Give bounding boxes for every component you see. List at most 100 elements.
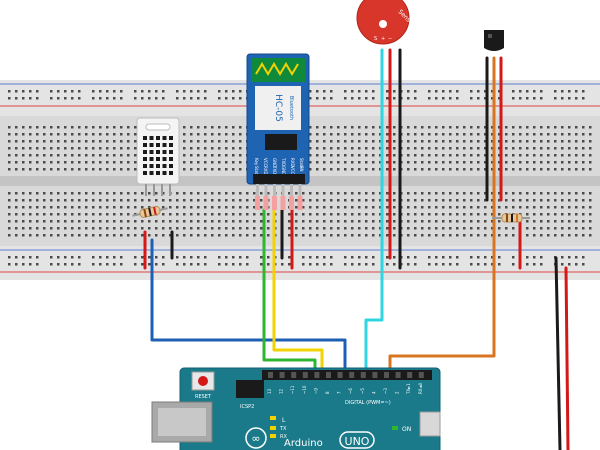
breadboard-hole <box>505 161 508 164</box>
breadboard-hole <box>218 234 221 237</box>
breadboard-hole <box>148 90 151 93</box>
header-pin[interactable] <box>302 372 308 378</box>
header-pin[interactable] <box>384 372 389 378</box>
breadboard-hole <box>295 213 298 216</box>
breadboard-hole <box>344 206 347 209</box>
breadboard-hole <box>589 147 592 150</box>
breadboard-hole <box>533 220 536 223</box>
breadboard-hole <box>330 192 333 195</box>
header-pin[interactable] <box>407 372 413 378</box>
breadboard-hole <box>589 161 592 164</box>
breadboard-hole <box>428 97 431 100</box>
breadboard-hole <box>15 97 18 100</box>
breadboard-hole <box>218 168 221 171</box>
breadboard-hole <box>393 90 396 93</box>
breadboard-hole <box>505 154 508 157</box>
breadboard-hole <box>113 220 116 223</box>
breadboard-hole <box>57 213 60 216</box>
breadboard-hole <box>582 161 585 164</box>
breadboard-hole <box>190 227 193 230</box>
header-pin[interactable] <box>349 372 355 378</box>
breadboard-hole <box>15 227 18 230</box>
hc05-pin-label-bottom: EN <box>299 166 304 172</box>
header-pin[interactable] <box>314 372 320 378</box>
breadboard-hole <box>169 220 172 223</box>
breadboard-hole <box>386 140 389 143</box>
breadboard-hole <box>358 199 361 202</box>
breadboard-hole <box>64 161 67 164</box>
header-pin[interactable] <box>360 372 366 378</box>
breadboard-hole <box>190 199 193 202</box>
breadboard-hole <box>155 97 158 100</box>
header-pin[interactable] <box>395 372 401 378</box>
breadboard-hole <box>141 97 144 100</box>
breadboard-hole <box>484 263 487 266</box>
breadboard-hole <box>232 227 235 230</box>
breadboard-hole <box>113 199 116 202</box>
breadboard-hole <box>414 192 417 195</box>
header-pin[interactable] <box>326 372 331 378</box>
breadboard-hole <box>15 199 18 202</box>
breadboard-hole <box>568 263 571 266</box>
breadboard-hole <box>526 220 529 223</box>
header-pin[interactable] <box>291 372 297 378</box>
breadboard-hole <box>29 206 32 209</box>
breadboard-hole <box>442 133 445 136</box>
breadboard-hole <box>351 234 354 237</box>
breadboard-hole <box>449 161 452 164</box>
rx-led <box>270 434 276 438</box>
breadboard-hole <box>344 263 347 266</box>
header-pin[interactable] <box>418 372 424 378</box>
resistor-dht-band-3 <box>153 206 157 216</box>
breadboard-hole <box>92 263 95 266</box>
breadboard-hole <box>36 192 39 195</box>
breadboard-hole <box>57 206 60 209</box>
breadboard-hole <box>50 220 53 223</box>
hc05-pin-highlight <box>280 196 286 210</box>
breadboard-hole <box>99 140 102 143</box>
breadboard-hole <box>239 199 242 202</box>
breadboard-hole <box>456 227 459 230</box>
breadboard-hole <box>148 256 151 259</box>
breadboard-hole <box>183 220 186 223</box>
breadboard-hole <box>134 199 137 202</box>
breadboard-hole <box>393 206 396 209</box>
breadboard-hole <box>526 234 529 237</box>
breadboard-hole <box>8 161 11 164</box>
breadboard-hole <box>302 256 305 259</box>
breadboard-hole <box>169 206 172 209</box>
breadboard-hole <box>323 256 326 259</box>
breadboard-hole <box>295 206 298 209</box>
breadboard-hole <box>435 126 438 129</box>
header-pin[interactable] <box>372 372 378 378</box>
breadboard-hole <box>561 256 564 259</box>
breadboard-hole <box>407 161 410 164</box>
breadboard-hole <box>197 256 200 259</box>
breadboard-hole <box>568 227 571 230</box>
breadboard-hole <box>64 90 67 93</box>
breadboard-hole <box>505 227 508 230</box>
header-pin[interactable] <box>268 372 273 378</box>
header-pin[interactable] <box>279 372 285 378</box>
breadboard-hole <box>309 161 312 164</box>
breadboard-hole <box>463 227 466 230</box>
breadboard-hole <box>449 263 452 266</box>
breadboard-hole <box>106 234 109 237</box>
breadboard-hole <box>218 227 221 230</box>
breadboard-hole <box>575 90 578 93</box>
breadboard-hole <box>8 192 11 195</box>
breadboard-hole <box>351 154 354 157</box>
breadboard-hole <box>407 234 410 237</box>
breadboard-hole <box>15 220 18 223</box>
breadboard-hole <box>582 126 585 129</box>
breadboard-hole <box>211 206 214 209</box>
breadboard-hole <box>561 161 564 164</box>
breadboard-hole <box>484 199 487 202</box>
breadboard-hole <box>379 213 382 216</box>
header-pin[interactable] <box>337 372 343 378</box>
breadboard-hole <box>477 263 480 266</box>
breadboard-hole <box>358 227 361 230</box>
breadboard-hole <box>246 206 249 209</box>
breadboard-hole <box>463 220 466 223</box>
reset-button-cap[interactable] <box>198 376 208 386</box>
